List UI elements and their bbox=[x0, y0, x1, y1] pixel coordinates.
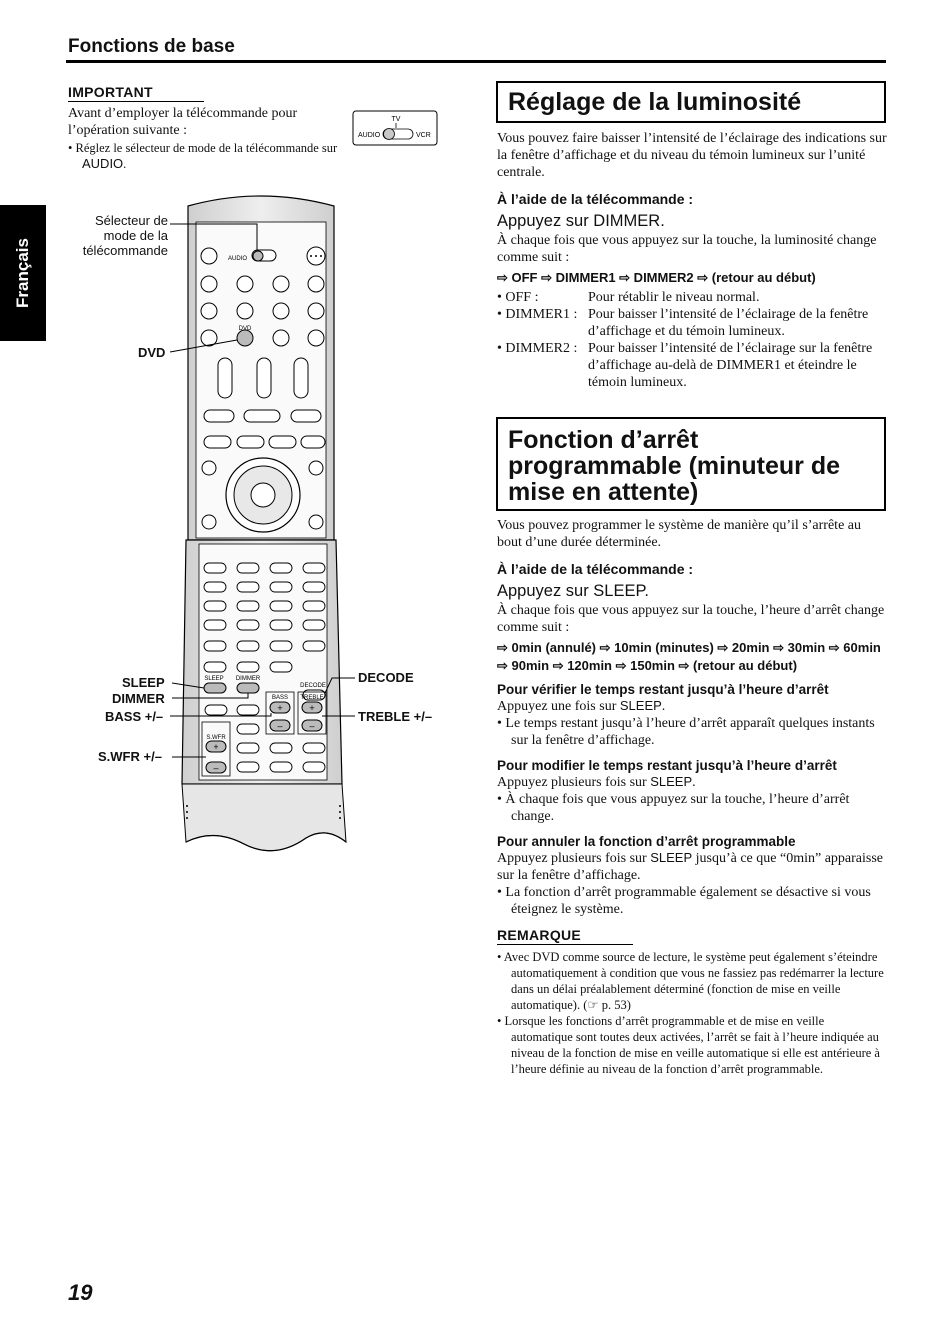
sleep-sequence: ⇨ 0min (annulé) ⇨ 10min (minutes) ⇨ 20mi… bbox=[497, 640, 881, 673]
brightness-intro: Vous pouvez faire baisser l’intensité de… bbox=[497, 131, 887, 180]
brightness-option-dimmer1: • DIMMER1 : Pour baisser l’intensité de … bbox=[497, 306, 887, 340]
option-term: • DIMMER2 : bbox=[497, 341, 578, 356]
sleep-modify-line: Appuyez plusieurs fois sur SLEEP. bbox=[497, 773, 887, 791]
remote-label-dvd: DVD bbox=[239, 326, 252, 332]
sleep-press-heading: Appuyez sur SLEEP. bbox=[497, 582, 649, 600]
option-term: • OFF : bbox=[497, 290, 539, 305]
option-desc: Pour baisser l’intensité de l’éclairage … bbox=[588, 307, 869, 339]
sleep-remote-heading: À l’aide de la télécommande : bbox=[497, 561, 694, 577]
switch-knob-icon bbox=[383, 128, 395, 140]
brightness-press-heading: Appuyez sur DIMMER. bbox=[497, 212, 665, 230]
important-text: Avant d’employer la télécommande pour l’… bbox=[68, 106, 298, 138]
sleep-cancel-line: Appuyez plusieurs fois sur SLEEP jusqu’à… bbox=[497, 849, 887, 884]
page-header-title: Fonctions de base bbox=[68, 36, 235, 57]
cancel-line-suffix: jusqu’à ce que “0min” apparaisse sur la … bbox=[497, 851, 883, 883]
switch-label-audio: AUDIO bbox=[358, 132, 381, 139]
option-desc: Pour baisser l’intensité de l’éclairage … bbox=[588, 341, 873, 390]
remote-label-swfr: S.WFR bbox=[206, 735, 226, 741]
cancel-line-text: Appuyez plusieurs fois sur bbox=[497, 851, 651, 866]
treble-plus-label: + bbox=[309, 703, 314, 713]
sleep-intro: Vous pouvez programmer le système de man… bbox=[497, 518, 861, 550]
modify-line-text: Appuyez plusieurs fois sur bbox=[497, 775, 651, 790]
callout-decode: DECODE bbox=[358, 670, 414, 685]
important-bullet-suffix: . bbox=[123, 157, 127, 171]
bass-minus-label: – bbox=[277, 721, 282, 731]
sleep-section-title-box: Fonction d’arrêt programmable (minuteur … bbox=[496, 417, 886, 511]
callout-swfr: S.WFR +/– bbox=[98, 749, 162, 764]
check-line-key: SLEEP bbox=[619, 698, 662, 713]
remote-label-sleep: SLEEP bbox=[204, 676, 223, 682]
dvd-button-icon bbox=[236, 329, 254, 347]
remarque-heading: REMARQUE bbox=[497, 927, 582, 943]
language-tab-label: Français bbox=[13, 238, 32, 308]
page-number: 19 bbox=[68, 1280, 93, 1305]
remote-control-illustration: AUDIO DVD DECODE bbox=[169, 195, 355, 852]
brightness-options: • OFF : Pour rétablir le niveau normal. … bbox=[497, 289, 887, 391]
callout-sleep: SLEEP bbox=[122, 675, 165, 690]
sleep-modify-heading: Pour modifier le temps restant jusqu’à l… bbox=[497, 758, 837, 773]
brightness-option-dimmer2: • DIMMER2 : Pour baisser l’intensité de … bbox=[497, 340, 887, 391]
sleep-check-bullet: • Le temps restant jusqu’à l’heure d’arr… bbox=[497, 716, 875, 748]
remarque-item-1: • Avec DVD comme source de lecture, le s… bbox=[497, 950, 884, 1012]
sleep-section-title: Fonction d’arrêt programmable (minuteur … bbox=[508, 426, 840, 506]
brightness-press-text: À chaque fois que vous appuyez sur la to… bbox=[497, 233, 877, 265]
sleep-cancel-heading: Pour annuler la fonction d’arrêt program… bbox=[497, 834, 796, 849]
remote-label-treble: TREBLE bbox=[300, 695, 323, 701]
decode-button-icon bbox=[302, 689, 326, 701]
remarque-rule bbox=[497, 944, 633, 945]
modify-line-suffix: . bbox=[692, 775, 696, 790]
switch-label-tv: TV bbox=[392, 116, 401, 123]
sleep-press-text: À chaque fois que vous appuyez sur la to… bbox=[497, 603, 885, 635]
header-rule bbox=[66, 60, 886, 63]
treble-minus-label: – bbox=[309, 721, 314, 731]
callout-dvd: DVD bbox=[138, 345, 166, 360]
brightness-option-off: • OFF : Pour rétablir le niveau normal. bbox=[497, 289, 887, 306]
bass-plus-label: + bbox=[277, 703, 282, 713]
important-bullet-key: AUDIO bbox=[82, 156, 124, 171]
remote-label-decode: DECODE bbox=[300, 683, 326, 689]
cancel-line-key: SLEEP bbox=[650, 850, 693, 865]
swfr-plus-label: + bbox=[213, 742, 218, 752]
brightness-section: Vous pouvez faire baisser l’intensité de… bbox=[497, 130, 887, 391]
remote-label-bass: BASS bbox=[272, 695, 288, 701]
sleep-check-heading: Pour vérifier le temps restant jusqu’à l… bbox=[497, 682, 829, 697]
sleep-modify-bullet: • À chaque fois que vous appuyez sur la … bbox=[497, 792, 850, 824]
remote-label-audio: AUDIO bbox=[228, 256, 247, 262]
important-block: IMPORTANT Avant d’employer la télécomman… bbox=[68, 84, 358, 172]
swfr-minus-label: – bbox=[213, 763, 218, 773]
important-rule bbox=[68, 101, 204, 102]
brightness-remote-heading: À l’aide de la télécommande : bbox=[497, 191, 694, 207]
check-line-text: Appuyez une fois sur bbox=[497, 699, 620, 714]
sleep-cancel-bullet: • La fonction d’arrêt programmable égale… bbox=[497, 885, 871, 917]
remote-label-dimmer: DIMMER bbox=[236, 676, 261, 682]
dimmer-button-icon bbox=[236, 682, 260, 694]
sleep-button-icon bbox=[203, 682, 227, 694]
callout-bass: BASS +/– bbox=[105, 709, 164, 724]
brightness-section-title-box: Réglage de la luminosité bbox=[496, 81, 886, 123]
option-term: • DIMMER1 : bbox=[497, 307, 578, 322]
language-tab: Français bbox=[0, 205, 46, 341]
sleep-check-line: Appuyez une fois sur SLEEP. bbox=[497, 697, 887, 715]
callout-treble: TREBLE +/– bbox=[358, 709, 433, 724]
option-desc: Pour rétablir le niveau normal. bbox=[588, 290, 760, 305]
brightness-sequence: ⇨ OFF ⇨ DIMMER1 ⇨ DIMMER2 ⇨ (retour au d… bbox=[497, 270, 816, 285]
callout-dimmer: DIMMER bbox=[112, 691, 165, 706]
switch-label-vcr: VCR bbox=[416, 132, 431, 139]
brightness-section-title: Réglage de la luminosité bbox=[508, 88, 802, 116]
mode-switch-illustration: TV AUDIO VCR bbox=[352, 110, 438, 146]
remarque-item-2: • Lorsque les fonctions d’arrêt programm… bbox=[497, 1014, 880, 1076]
callout-selector: Sélecteur de mode de la télécommande bbox=[82, 213, 168, 258]
modify-line-key: SLEEP bbox=[650, 774, 693, 789]
important-bullet: • Réglez le sélecteur de mode de la télé… bbox=[68, 140, 358, 172]
important-bullet-text: • Réglez le sélecteur de mode de la télé… bbox=[68, 141, 338, 155]
sleep-section: Vous pouvez programmer le système de man… bbox=[497, 517, 887, 1077]
important-heading: IMPORTANT bbox=[68, 84, 153, 100]
check-line-suffix: . bbox=[661, 699, 666, 714]
